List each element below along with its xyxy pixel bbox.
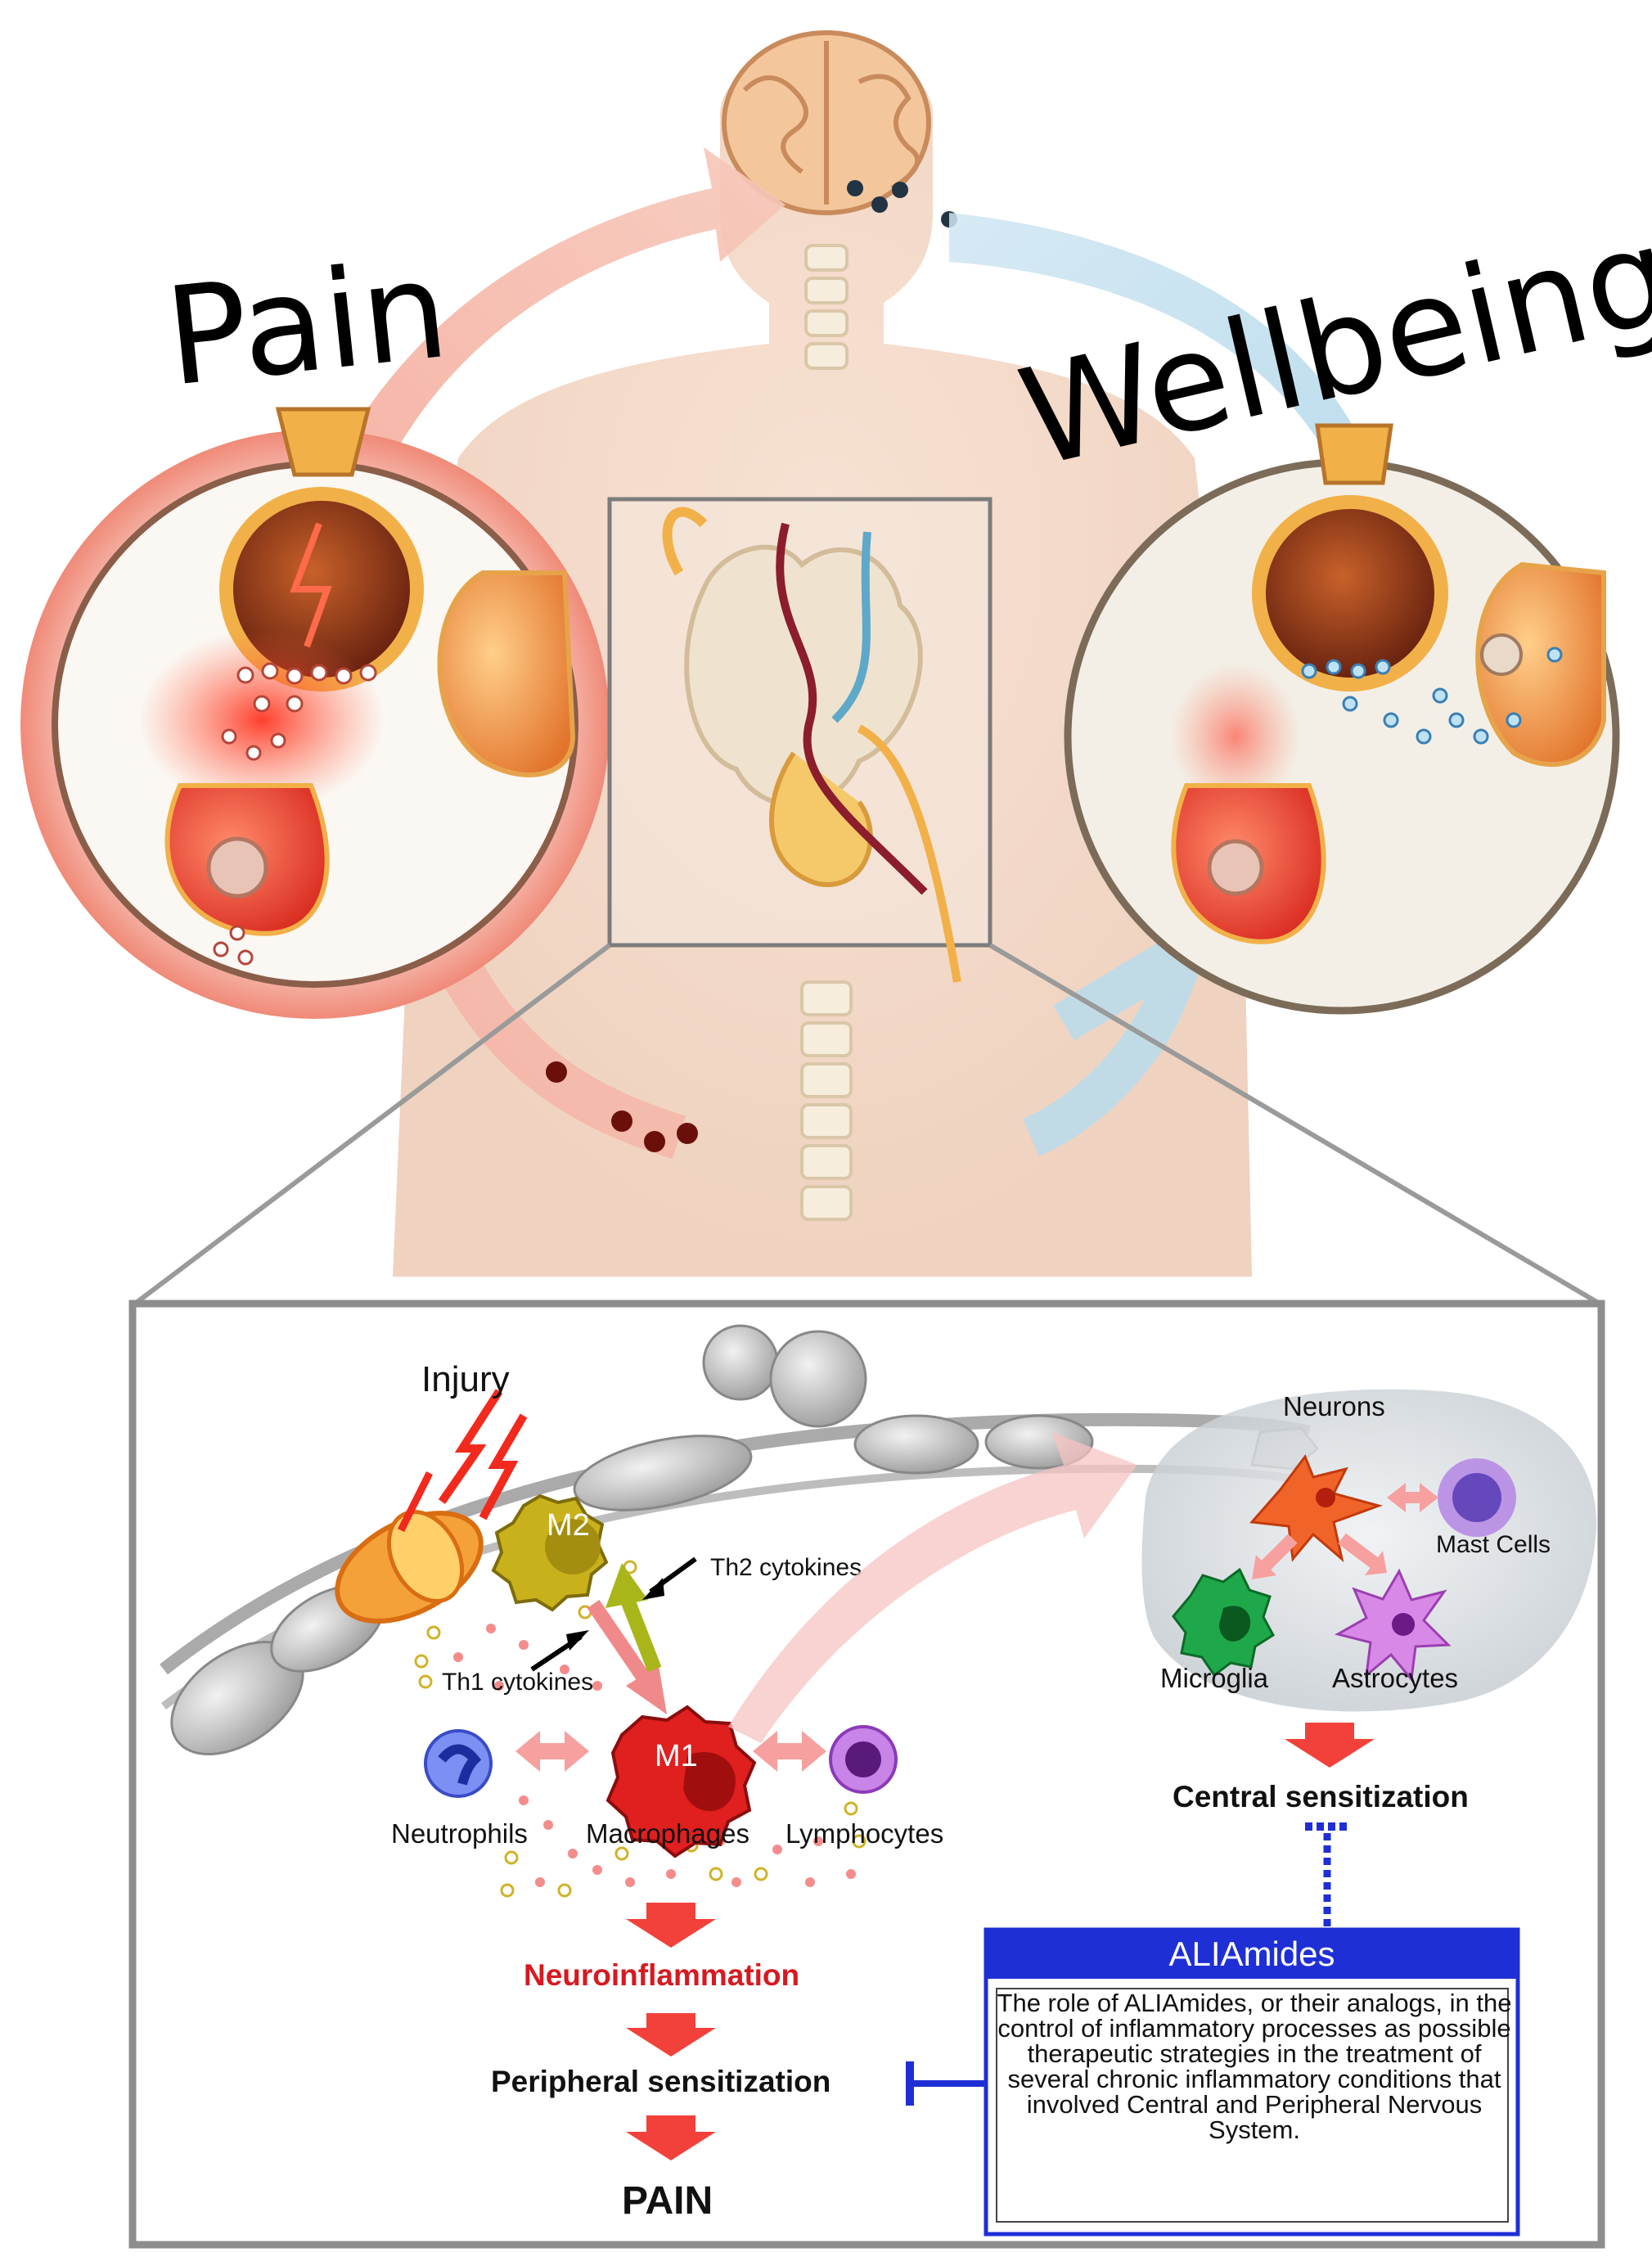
th1-cytokines-label: Th1 cytokines [442, 1669, 593, 1696]
th2-pointer-arrow [642, 1556, 697, 1600]
mast-cells-label: Mast Cells [1436, 1531, 1551, 1558]
m2-macrophage-icon [491, 1493, 609, 1612]
astrocytes-label: Astrocytes [1332, 1663, 1458, 1693]
m1-lymphocyte-double-arrow [753, 1731, 826, 1772]
pain-heading: Pain [159, 231, 455, 417]
m2-label: M2 [547, 1508, 590, 1543]
peripheral-inhibition-connector [906, 2061, 986, 2106]
cns-double-arrows [1252, 1483, 1438, 1579]
spine-icon [800, 244, 853, 1221]
injury-site [335, 1389, 528, 1624]
down-arrows [626, 1723, 1375, 2160]
th1-pointer-arrow [530, 1630, 589, 1672]
aliamides-title: ALIAmides [1168, 1935, 1335, 1973]
th2-cytokines-label: Th2 cytokines [710, 1554, 862, 1581]
neutrophil-m1-double-arrow [515, 1731, 589, 1772]
neuroinflammation-label: Neuroinflammation [524, 1958, 799, 1992]
zoom-lines [133, 943, 1601, 1306]
pain-outcome-label: PAIN [622, 2179, 713, 2223]
aliamides-desc-frame [996, 1988, 1509, 2223]
central-sensitization-label: Central sensitization [1173, 1780, 1469, 1813]
wellbeing-synapse-inset [1064, 423, 1620, 1015]
svg-text:Pain: Pain [159, 231, 455, 417]
astrocyte-icon [1335, 1568, 1452, 1683]
aliamides-box [984, 1927, 1520, 2237]
periphery-to-cns-arrow [728, 1432, 1137, 1743]
neutrophil-icon [424, 1729, 493, 1798]
cytokine-dots [414, 1560, 867, 1898]
brain-icon [722, 30, 957, 228]
injury-label: Injury [421, 1359, 510, 1399]
mast-cell-icon [1438, 1458, 1516, 1537]
m1-label: M1 [655, 1739, 698, 1773]
m1-to-m2-arrow [605, 1563, 662, 1673]
m1-macrophage-icon [605, 1705, 757, 1858]
neurons-label: Neurons [1283, 1391, 1385, 1421]
lymphocytes-label: Lymphocytes [785, 1818, 943, 1849]
neuron-icon [1249, 1453, 1383, 1563]
aliamides-description: The role of ALIAmides, or their analogs,… [997, 1989, 1512, 2144]
lymphocyte-icon [829, 1725, 898, 1794]
microglia-icon [1172, 1567, 1275, 1678]
microglia-label: Microglia [1160, 1663, 1269, 1693]
peripheral-sensitization-label: Peripheral sensitization [491, 2065, 831, 2098]
m2-to-m1-arrow [587, 1599, 667, 1714]
pain-synapse-inset [20, 407, 610, 1019]
neutrophils-label: Neutrophils [391, 1818, 528, 1849]
spinal-cord-panel [607, 497, 993, 983]
central-inhibition-connector [1305, 1822, 1350, 1928]
macrophages-label: Macrophages [586, 1818, 749, 1849]
